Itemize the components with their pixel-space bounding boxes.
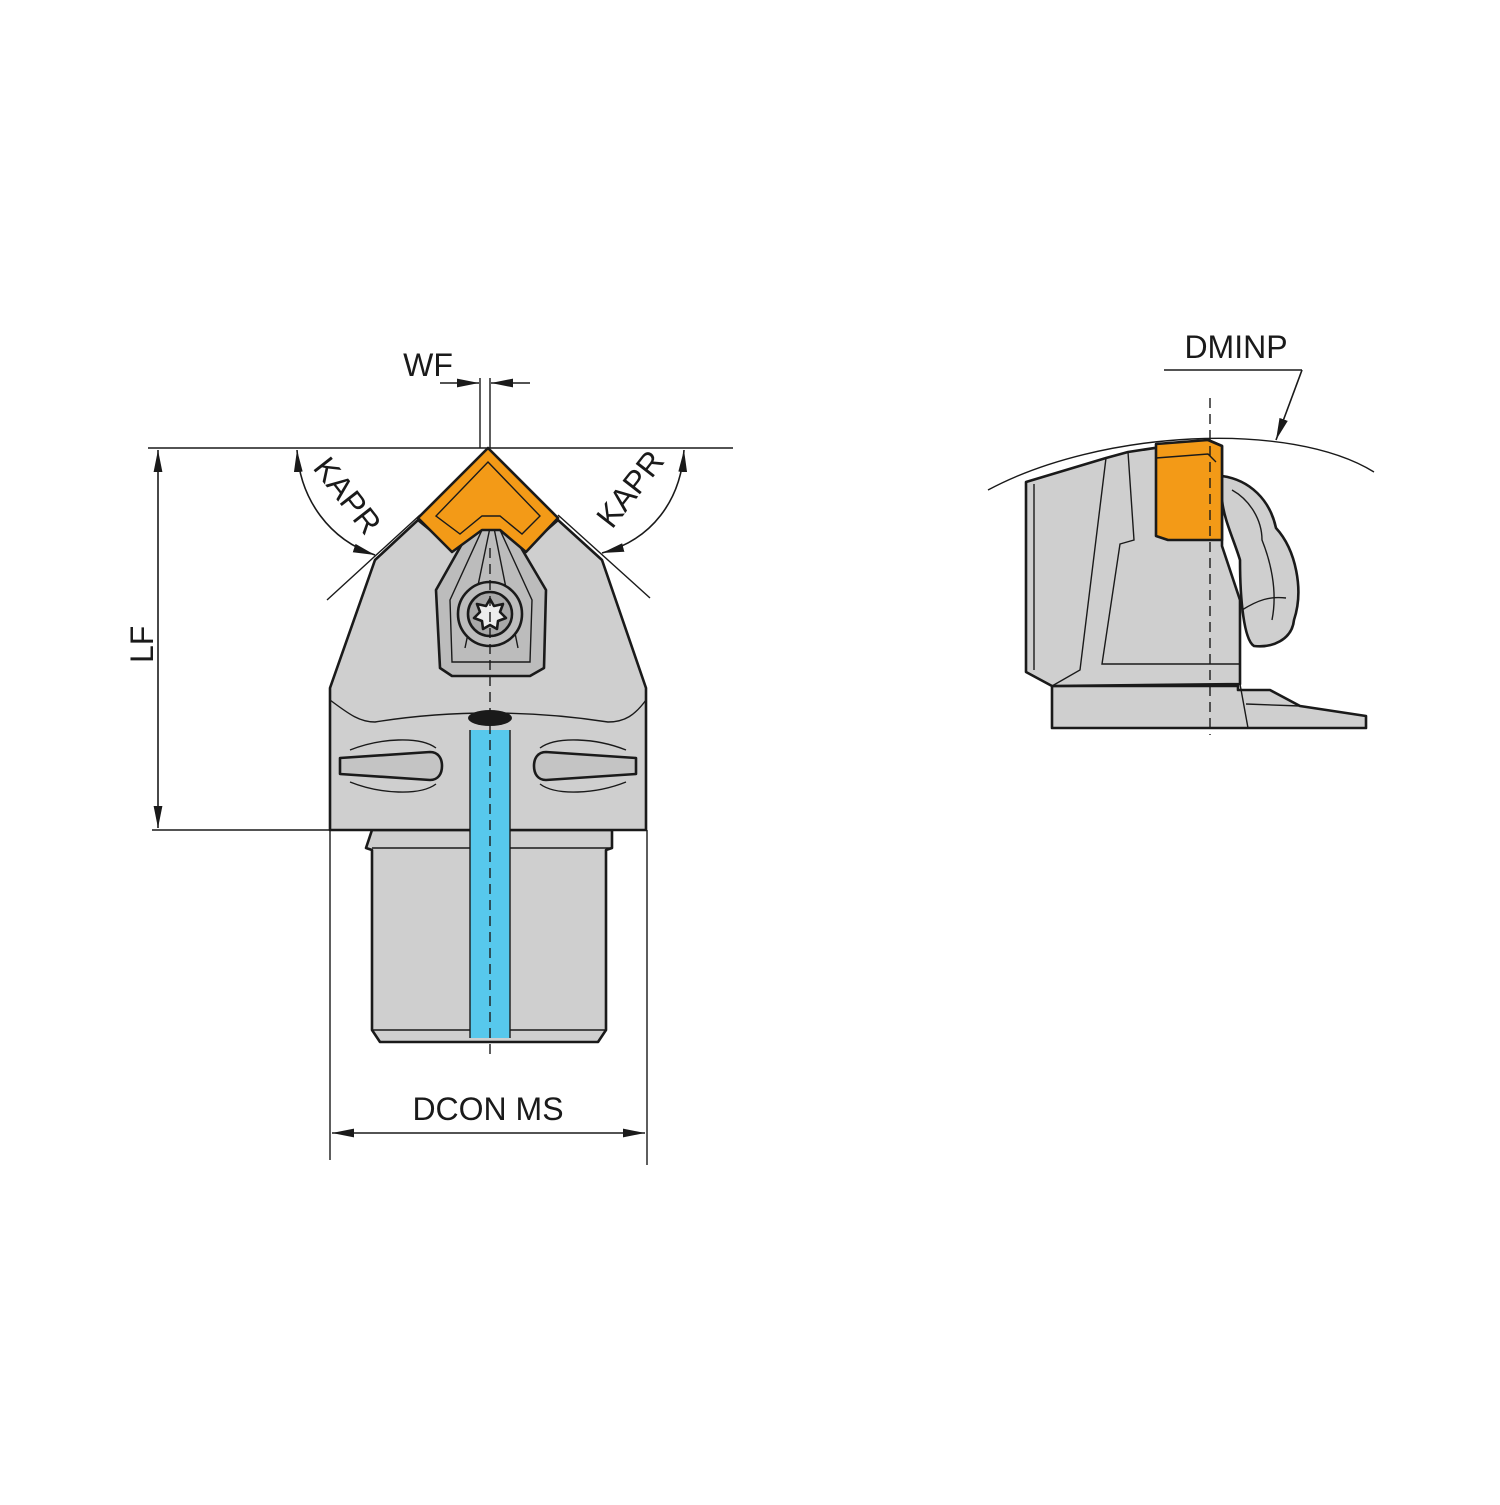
label-dminp: DMINP: [1184, 329, 1287, 365]
side-insert: [1154, 438, 1224, 542]
left-slot: [338, 750, 444, 782]
label-lf: LF: [124, 626, 160, 663]
side-clamp: [1220, 474, 1300, 648]
label-dcon-ms: DCON MS: [412, 1091, 563, 1127]
cutting-insert: [416, 446, 560, 554]
label-wf: WF: [403, 347, 453, 383]
side-view: DMINP: [987, 329, 1375, 735]
side-base: [1050, 684, 1368, 730]
label-kapr-left: KAPR: [306, 450, 388, 541]
right-slot: [532, 750, 638, 782]
label-kapr-right: KAPR: [589, 443, 671, 534]
front-view: WF KAPR KAPR LF DCON MS: [124, 347, 733, 1165]
